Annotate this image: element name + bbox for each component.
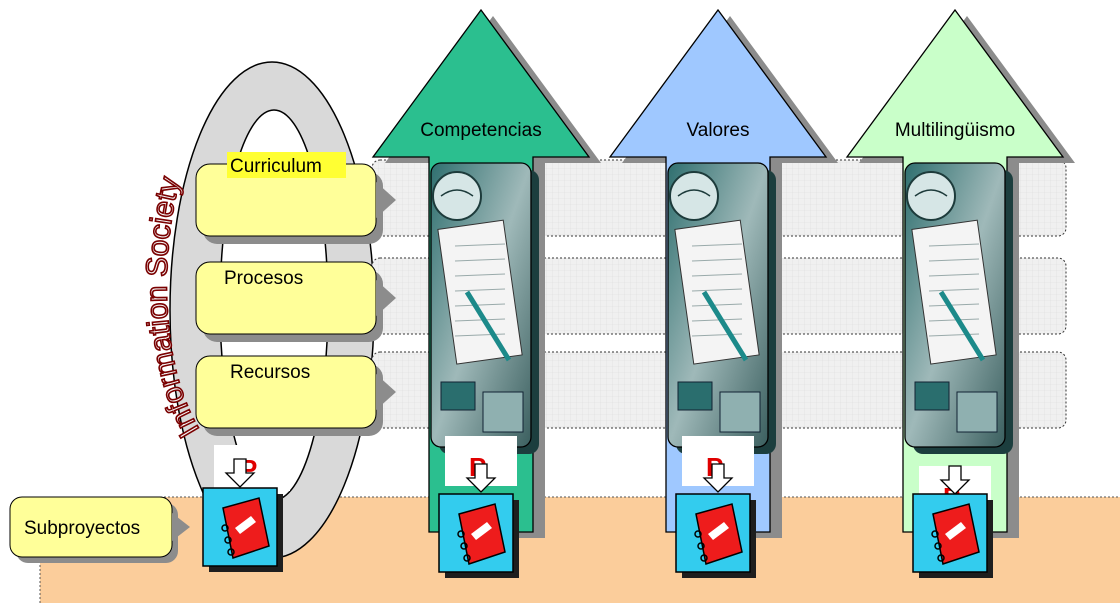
row-label-recursos: Recursos bbox=[230, 362, 310, 383]
pillar-label: Multilingüismo bbox=[895, 120, 1015, 141]
pillar-1: CompetenciasP bbox=[371, 8, 601, 578]
down-arrow-icon bbox=[939, 465, 971, 495]
down-arrow-icon bbox=[702, 463, 734, 493]
red-binder-icon bbox=[438, 493, 519, 578]
left-project-marker: P bbox=[214, 445, 290, 491]
pillar-3: MultilingüismoP bbox=[845, 8, 1075, 578]
pillar-2: ValoresP bbox=[608, 8, 838, 578]
globe-notepad-image bbox=[430, 162, 539, 454]
red-binder-icon bbox=[675, 493, 756, 578]
project-marker: P bbox=[445, 436, 517, 493]
red-binder-icon bbox=[202, 487, 283, 572]
down-arrow-icon bbox=[465, 463, 497, 493]
globe-notepad-image bbox=[667, 162, 776, 454]
globe-notepad-image bbox=[904, 162, 1013, 454]
subproyectos-label: Subproyectos bbox=[24, 518, 140, 539]
red-binder-icon bbox=[912, 493, 993, 578]
label-highlight bbox=[227, 152, 346, 178]
project-marker: P bbox=[682, 436, 754, 493]
row-label-procesos: Procesos bbox=[224, 268, 303, 289]
row-callout-procesos: Procesos bbox=[195, 261, 396, 342]
pillar-label: Competencias bbox=[420, 120, 541, 141]
down-arrow-icon bbox=[224, 458, 256, 488]
pillar-label: Valores bbox=[686, 120, 749, 141]
subproyectos-callout: Subproyectos bbox=[9, 496, 190, 563]
row-callout-recursos: Recursos bbox=[195, 355, 396, 436]
row-callout-curriculum: Curriculum bbox=[195, 152, 396, 244]
row-label-curriculum: Curriculum bbox=[230, 156, 322, 177]
